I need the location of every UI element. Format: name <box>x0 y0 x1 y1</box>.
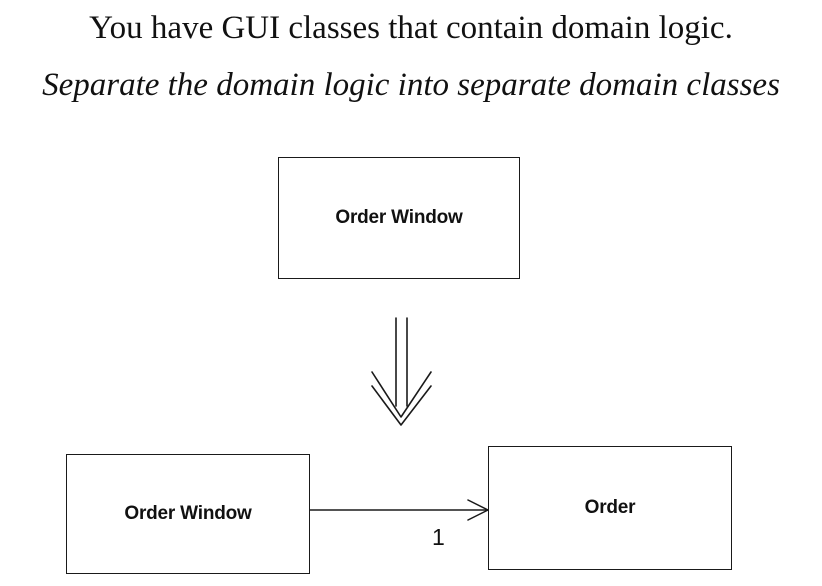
after-order-window-label: Order Window <box>124 503 252 524</box>
after-order-label: Order <box>584 497 636 518</box>
before-order-window-class: Order Window <box>278 157 520 279</box>
association-multiplicity: 1 <box>432 524 445 550</box>
after-order-window-class: Order Window <box>66 454 310 574</box>
association-arrow <box>309 499 489 521</box>
transformation-arrow-icon <box>371 317 432 426</box>
before-order-window-label: Order Window <box>335 207 463 228</box>
after-order-class: Order <box>488 446 732 570</box>
problem-statement: You have GUI classes that contain domain… <box>89 10 733 46</box>
solution-statement: Separate the domain logic into separate … <box>42 67 780 103</box>
